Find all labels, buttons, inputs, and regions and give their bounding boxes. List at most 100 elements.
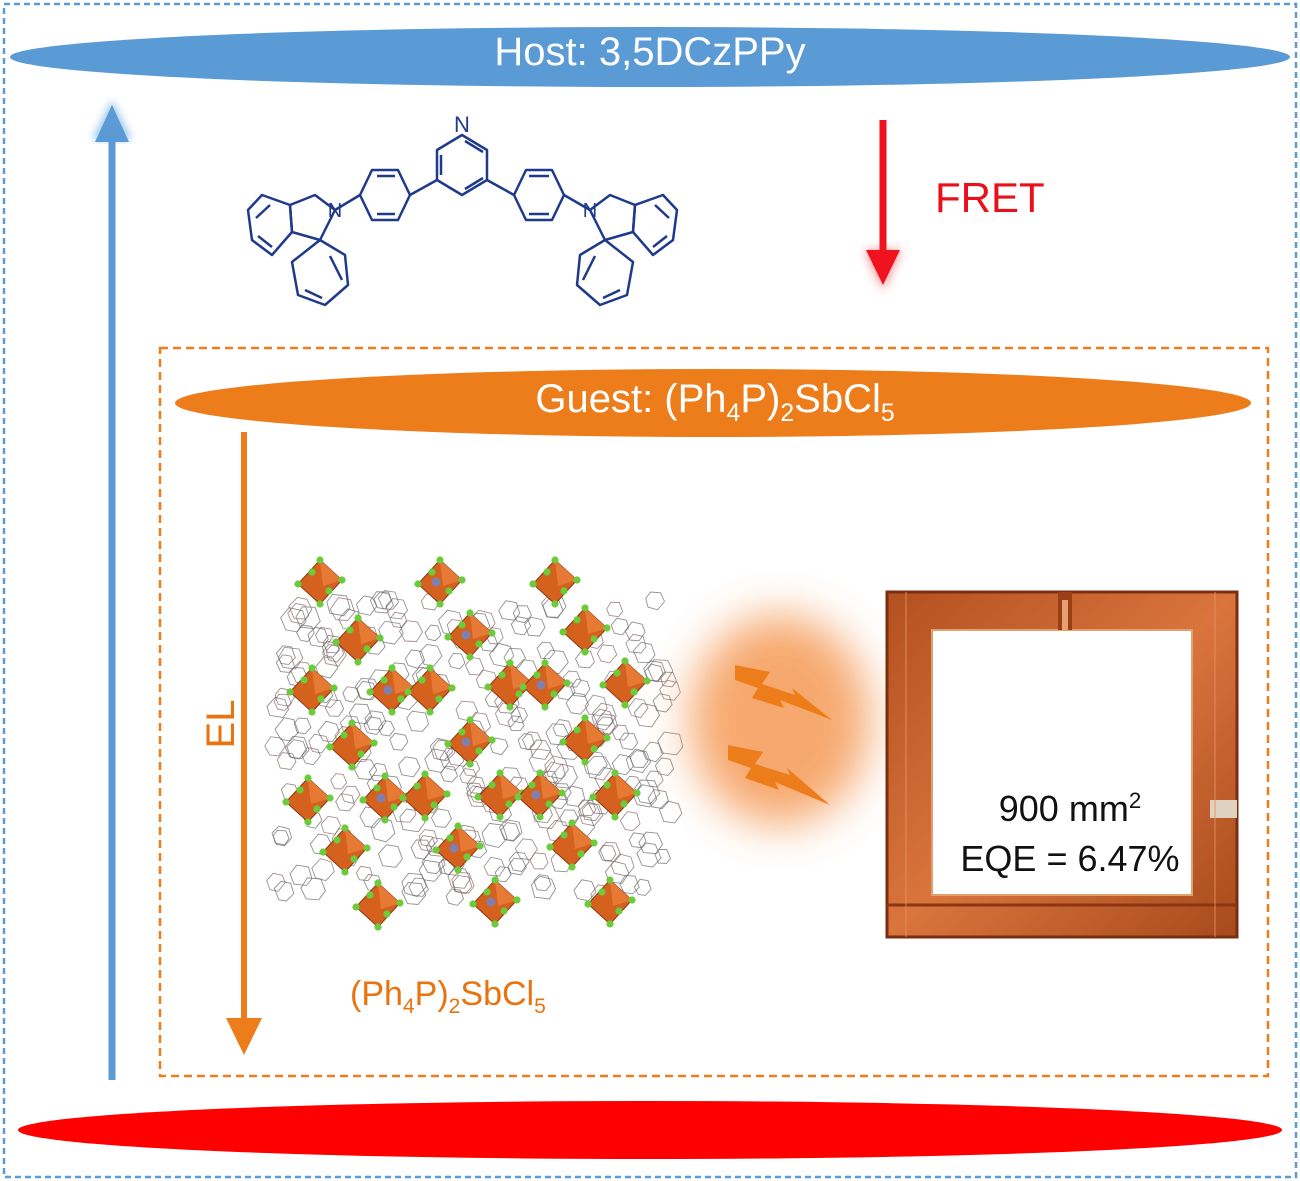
phenyl-ring: [594, 713, 619, 736]
chlorine-atom: [630, 688, 638, 696]
phosphorus-atom: [461, 737, 471, 747]
sbcl5-octahedron: [484, 659, 536, 711]
device-eqe-label: EQE = 6.47%: [960, 838, 1180, 879]
chlorine-atom: [606, 920, 614, 928]
sbcl5-octahedron: [444, 716, 496, 768]
phenyl-ring: [266, 872, 286, 892]
phenyl-ring: [303, 811, 323, 829]
chlorine-atom: [543, 568, 551, 576]
chlorine-atom: [536, 813, 544, 821]
chlorine-atom: [590, 839, 598, 847]
phenyl-ring: [311, 858, 335, 882]
sbcl5-octahedron: [432, 822, 484, 874]
phenyl-ring: [633, 878, 652, 896]
chlorine-atom: [533, 671, 541, 679]
chlorine-atom: [475, 747, 483, 755]
chlorine-atom: [370, 739, 378, 747]
chlorine-atom: [454, 866, 462, 874]
phenyl-ring: [308, 733, 330, 754]
phenyl-ring: [369, 591, 394, 614]
phenyl-ring: [604, 860, 630, 884]
chlorine-atom: [483, 888, 491, 896]
chlorine-atom: [294, 580, 302, 588]
chlorine-atom: [599, 681, 607, 689]
phenyl-ring: [488, 642, 515, 668]
chlorine-atom: [381, 772, 389, 780]
phenyl-ring: [335, 793, 355, 812]
chlorine-atom: [313, 805, 321, 813]
chlorine-atom: [491, 920, 499, 928]
phenyl-ring: [272, 829, 290, 846]
phenyl-ring: [452, 875, 473, 895]
chlorine-atom: [380, 676, 388, 684]
chlorine-atom: [551, 556, 559, 564]
phenyl-ring: [645, 770, 664, 788]
phosphorus-atom: [531, 790, 541, 800]
phenyl-ring: [425, 837, 447, 857]
phenyl-ring: [529, 852, 549, 870]
phenyl-ring: [489, 737, 509, 756]
chlorine-atom: [330, 684, 338, 692]
sbcl5-octahedron: [414, 556, 466, 608]
phenyl-ring: [543, 649, 569, 675]
chlorine-atom: [418, 676, 426, 684]
chlorine-atom: [621, 657, 629, 665]
chlorine-atom: [603, 624, 611, 632]
phenyl-ring: [296, 624, 315, 642]
phenyl-ring: [654, 757, 675, 776]
chlorine-atom: [443, 790, 451, 798]
phenyl-ring: [508, 851, 530, 872]
chlorine-atom: [606, 876, 614, 884]
chlorine-atom: [426, 708, 434, 716]
chlorine-atom: [436, 556, 444, 564]
chlorine-atom: [643, 677, 651, 685]
chlorine-atom: [428, 568, 436, 576]
chlorine-atom: [466, 609, 474, 617]
guest-ellipse: [175, 369, 1251, 437]
phenyl-ring: [507, 715, 525, 732]
chlorine-atom: [444, 633, 452, 641]
phenyl-ring: [591, 708, 614, 731]
phenyl-ring: [633, 702, 660, 728]
el-down-arrow: [226, 432, 262, 1055]
chlorine-atom: [341, 868, 349, 876]
chlorine-atom: [573, 576, 581, 584]
chlorine-atom: [304, 818, 312, 826]
phenyl-ring: [598, 844, 617, 862]
phosphorus-atom: [431, 577, 441, 587]
chlorine-atom: [340, 731, 348, 739]
sbcl5-octahedron: [589, 769, 641, 821]
phenyl-ring: [325, 644, 345, 663]
chlorine-atom: [381, 816, 389, 824]
phenyl-ring: [430, 808, 452, 828]
chlorine-atom: [581, 604, 589, 612]
phenyl-ring: [275, 645, 296, 665]
chlorine-atom: [505, 800, 513, 808]
phenyl-ring: [642, 741, 664, 763]
chlorine-atom: [474, 793, 482, 801]
phenyl-ring: [464, 657, 485, 676]
guest-frame: [158, 346, 1270, 1078]
chlorine-atom: [620, 800, 628, 808]
sbcl5-octahedron: [399, 770, 451, 822]
chlorine-atom: [590, 635, 598, 643]
left-carbazole-nitrogen-label: N: [328, 200, 342, 222]
chlorine-atom: [551, 600, 559, 608]
host-ellipse: [10, 27, 1290, 87]
chlorine-atom: [519, 683, 527, 691]
phenyl-ring: [562, 670, 582, 688]
sbcl5-octahedron: [529, 556, 581, 608]
phenyl-ring: [610, 617, 630, 636]
chlorine-atom: [573, 616, 581, 624]
chlorine-atom: [488, 781, 496, 789]
chlorine-atom: [577, 850, 585, 858]
phosphorus-atom: [383, 685, 393, 695]
phenyl-ring: [317, 720, 340, 742]
chlorine-atom: [435, 695, 443, 703]
chlorine-atom: [413, 782, 421, 790]
sbcl5-octahedron: [294, 556, 346, 608]
phenyl-ring: [610, 853, 635, 877]
chlorine-atom: [308, 708, 316, 716]
phenyl-ring: [286, 739, 308, 760]
